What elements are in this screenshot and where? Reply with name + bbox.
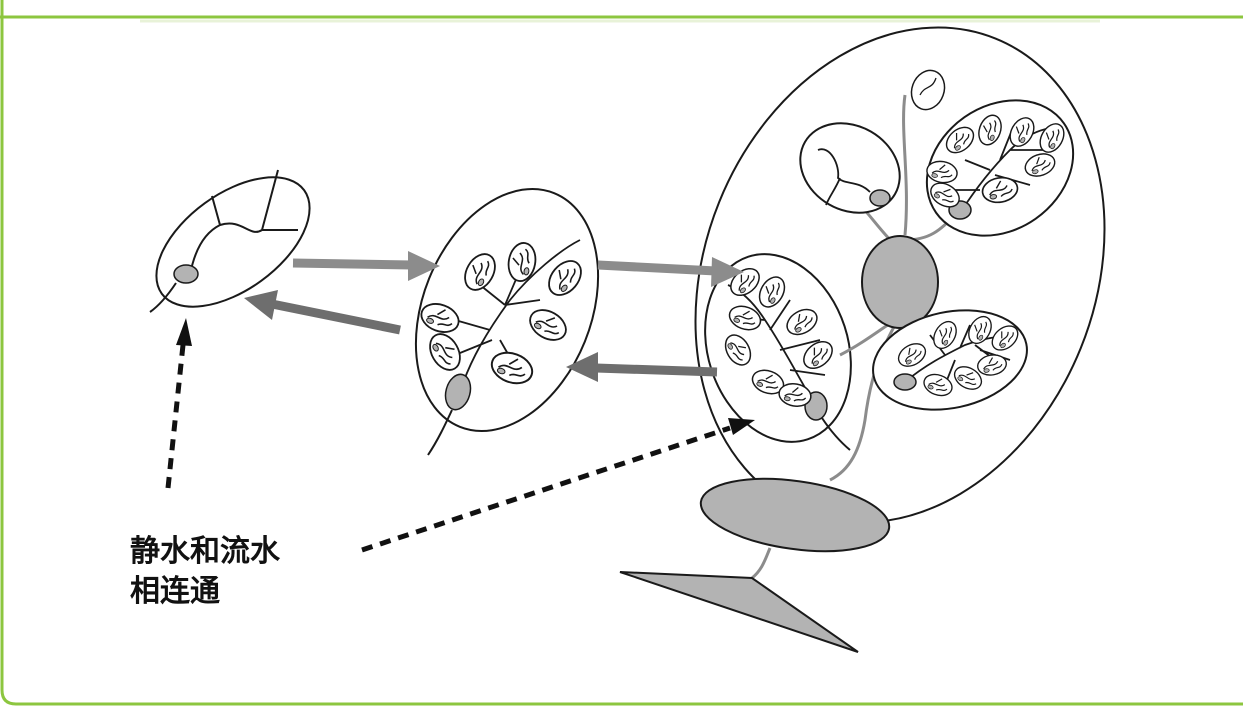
stage-1-organism bbox=[134, 151, 333, 332]
arrow-stage3-to-stage2 bbox=[566, 352, 717, 382]
caption: 静水和流水 相连通 bbox=[130, 532, 280, 612]
caption-line-2: 相连通 bbox=[130, 572, 280, 612]
caption-line-1: 静水和流水 bbox=[130, 532, 280, 572]
dashed-arrow-to-stage1 bbox=[168, 318, 192, 488]
arrow-stage2-to-stage1 bbox=[244, 290, 400, 330]
dashed-arrow-to-stage3 bbox=[362, 418, 755, 550]
arrow-stage1-to-stage2 bbox=[293, 251, 440, 281]
stage-4-organism bbox=[620, 0, 1176, 652]
stage-2-colony bbox=[382, 162, 632, 459]
